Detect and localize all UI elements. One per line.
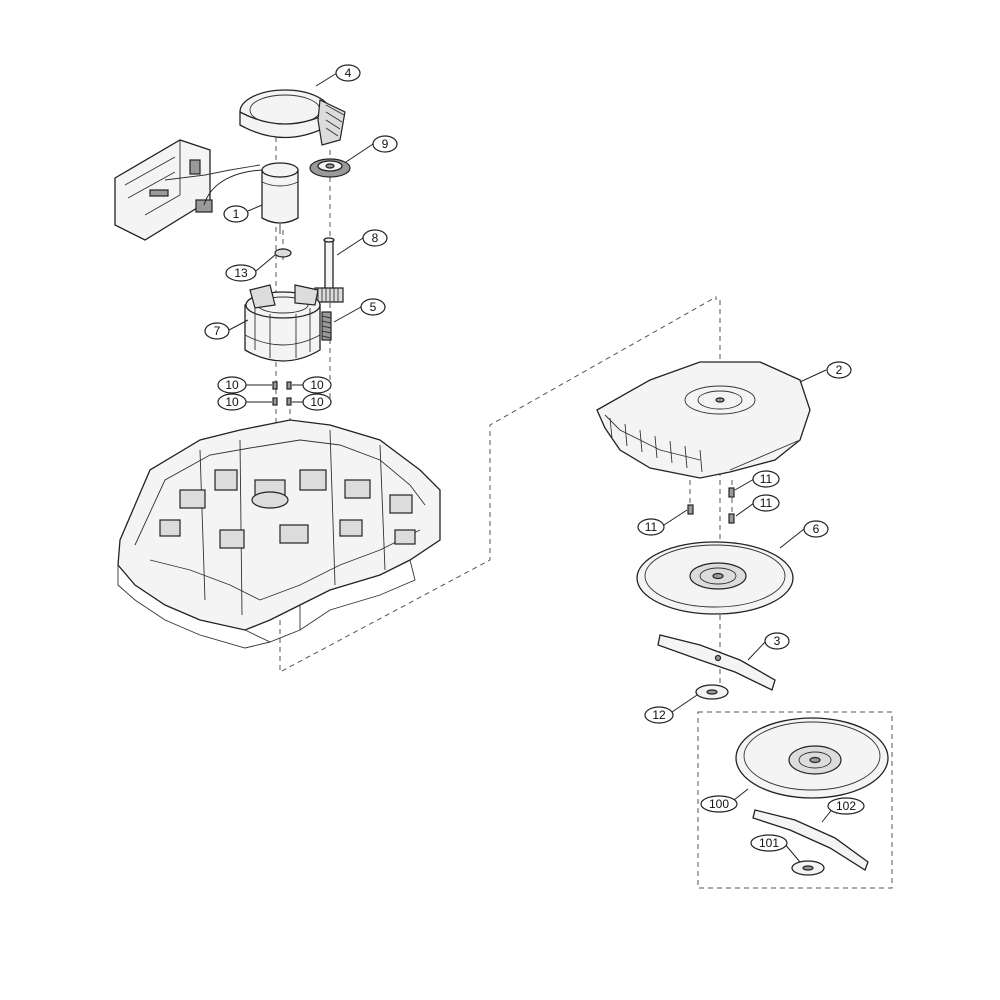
motor-housing xyxy=(244,284,321,362)
drive-gear xyxy=(309,158,351,178)
kit-cutting-disc xyxy=(735,717,889,799)
control-board xyxy=(114,139,261,241)
motor-cable xyxy=(203,169,263,206)
svg-text:13: 13 xyxy=(234,266,248,280)
callout-5: 5 xyxy=(360,298,386,316)
svg-text:6: 6 xyxy=(813,522,820,536)
callout-4: 4 xyxy=(335,64,361,82)
svg-text:101: 101 xyxy=(759,836,779,850)
cutting-disc xyxy=(636,541,794,615)
callout-10-bottom-right: 10 xyxy=(302,393,332,411)
svg-text:3: 3 xyxy=(774,634,781,648)
kit-blade xyxy=(752,809,869,871)
callout-3: 3 xyxy=(764,632,790,650)
blade-hub xyxy=(695,684,729,700)
blade-guard xyxy=(596,361,811,479)
svg-text:11: 11 xyxy=(760,496,773,510)
svg-text:4: 4 xyxy=(345,66,352,80)
callout-11-left: 11 xyxy=(637,518,665,536)
callout-100: 100 xyxy=(700,795,738,813)
svg-text:11: 11 xyxy=(645,520,658,534)
motor xyxy=(261,162,299,234)
callout-8: 8 xyxy=(362,229,388,247)
callout-11-right: 11 xyxy=(752,494,780,512)
callout-101: 101 xyxy=(750,834,788,852)
svg-text:10: 10 xyxy=(310,378,324,392)
callout-12: 12 xyxy=(644,706,674,724)
callout-6: 6 xyxy=(803,520,829,538)
callout-10-bottom-left: 10 xyxy=(217,393,247,411)
svg-text:10: 10 xyxy=(310,395,324,409)
ring-gear xyxy=(239,89,346,146)
svg-text:1: 1 xyxy=(233,207,240,221)
svg-text:10: 10 xyxy=(225,395,239,409)
callout-7: 7 xyxy=(204,322,230,340)
svg-text:8: 8 xyxy=(372,231,379,245)
guard-screws xyxy=(687,487,735,524)
svg-text:5: 5 xyxy=(370,300,377,314)
blade xyxy=(657,634,776,691)
callout-10-top-right: 10 xyxy=(302,376,332,394)
svg-text:7: 7 xyxy=(214,324,221,338)
callout-13: 13 xyxy=(225,264,257,282)
callout-102: 102 xyxy=(827,797,865,815)
drive-shaft xyxy=(314,237,344,303)
callout-2: 2 xyxy=(826,361,852,379)
chassis-housing xyxy=(117,419,441,649)
kit-blade-hub xyxy=(791,860,825,876)
leader-lines xyxy=(228,72,835,863)
replacement-kit-box xyxy=(697,711,893,889)
callout-10-top-left: 10 xyxy=(217,376,247,394)
svg-text:102: 102 xyxy=(836,799,856,813)
svg-text:11: 11 xyxy=(760,472,773,486)
svg-text:100: 100 xyxy=(709,797,729,811)
svg-text:10: 10 xyxy=(225,378,239,392)
callout-9: 9 xyxy=(372,135,398,153)
spring xyxy=(321,311,332,341)
svg-text:2: 2 xyxy=(836,363,843,377)
washer xyxy=(274,248,292,258)
svg-text:9: 9 xyxy=(382,137,389,151)
callout-11-upper: 11 xyxy=(752,470,780,488)
svg-text:12: 12 xyxy=(652,708,666,722)
callout-1: 1 xyxy=(223,205,249,223)
housing-screws xyxy=(272,381,292,406)
